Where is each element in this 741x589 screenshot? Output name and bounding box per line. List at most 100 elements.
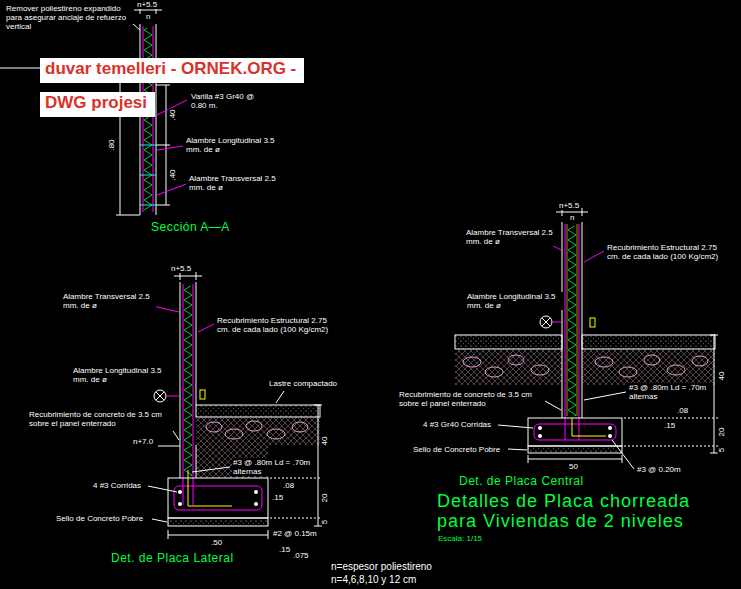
- annotation-text: Alambre Transversal 2.5 mm. de ø: [62, 292, 156, 310]
- section-a-a: [140, 205, 156, 206]
- central-footing-detail: [584, 251, 604, 262]
- annotation-text: .075: [292, 551, 310, 560]
- lateral-footing-detail: [246, 421, 262, 431]
- central-footing-detail: [538, 434, 542, 438]
- lateral-footing-detail: [196, 405, 320, 417]
- annotation-text: .15: [278, 545, 291, 554]
- lateral-footing-detail: [180, 272, 181, 280]
- central-footing-detail: [608, 434, 612, 438]
- annotation-text: Recubrimiento Estructural 2.75 cm. de ca…: [606, 243, 728, 261]
- section-a-a: [156, 24, 157, 215]
- central-footing-detail: [542, 318, 550, 326]
- lateral-footing-detail: [173, 431, 179, 440]
- lateral-footing-detail: [148, 486, 177, 492]
- annotation-text: #3 @ .80m Ld = .70m alternas: [232, 458, 316, 476]
- central-footing-detail: [528, 455, 529, 463]
- annotation-text: #3 @ .80m Ld = .70m alternas: [628, 383, 712, 401]
- central-footing-detail: [455, 335, 562, 349]
- lateral-footing-detail: [196, 417, 320, 445]
- central-footing-detail: [542, 318, 550, 326]
- central-footing-detail: [582, 222, 583, 418]
- general-note: n=4,6,8,10 y 12 cm: [330, 574, 417, 586]
- dimension-label: 20: [717, 427, 726, 438]
- lateral-footing-detail: [192, 467, 230, 472]
- dimension-label: 40: [320, 436, 329, 447]
- annotation-text: n+5.5: [136, 0, 158, 9]
- central-footing-detail: [545, 401, 561, 410]
- section-a-a: [156, 85, 170, 86]
- central-footing-detail: [508, 449, 527, 450]
- dimension-label: 40: [717, 371, 726, 382]
- annotation-text: 4 #3 Gr40 Corridas: [422, 420, 492, 429]
- lateral-footing-detail: [196, 282, 197, 405]
- section-a-a: [153, 26, 154, 212]
- central-footing-detail: [498, 425, 533, 428]
- drawing-title: Detalles de Placa chorreada para Viviend…: [437, 492, 732, 532]
- lateral-footing-detail: [166, 396, 179, 397]
- scale-note: Escala: 1/15: [437, 534, 483, 543]
- central-footing-detail: [608, 426, 612, 430]
- lateral-footing-detail: [198, 324, 214, 332]
- watermark-text: DWG projesi: [45, 93, 150, 113]
- section-a-a: [133, 24, 140, 30]
- dimension-label: 20: [320, 493, 329, 504]
- dimension-label: 5: [717, 447, 726, 453]
- annotation-text: Alambre Transversal 2.5 mm. de ø: [188, 174, 285, 192]
- central-footing-detail: [590, 318, 595, 327]
- annotation-text: Sello de Concreto Pobre: [55, 514, 144, 523]
- annotation-text: 4 #3 Corridas: [92, 481, 142, 490]
- lateral-footing-detail: [200, 390, 205, 399]
- annotation-text: Alambre Longitudinal 3.5 mm. de ø: [72, 366, 169, 384]
- view-title: Det. de Placa Lateral: [110, 552, 235, 566]
- central-footing-detail: [577, 224, 578, 416]
- central-footing-detail: [584, 392, 626, 400]
- annotation-text: Varilla #3 Gr40 @ 0.80 m.: [190, 92, 266, 110]
- general-note: n=espesor poliestireno: [330, 561, 433, 573]
- central-footing-detail: [572, 418, 606, 436]
- dimension-label: .40: [168, 108, 177, 121]
- central-footing-detail: [710, 335, 718, 336]
- lateral-footing-detail: [178, 490, 182, 494]
- annotation-text: Alambre Longitudinal 3.5 mm. de ø: [466, 292, 563, 310]
- lateral-footing-detail: [196, 272, 197, 280]
- dimension-label: .80: [107, 138, 116, 151]
- annotation-text: Alambre Transversal 2.5 mm. de ø: [465, 228, 559, 246]
- lateral-footing-detail: [168, 530, 169, 539]
- central-footing-detail: [714, 335, 715, 453]
- section-a-a: [143, 26, 144, 212]
- watermark-text: duvar temelleri - ORNEK.ORG -: [45, 59, 299, 79]
- central-footing-detail: [622, 455, 623, 463]
- central-footing-detail: [463, 357, 481, 367]
- annotation-text: n+5.5: [558, 201, 580, 210]
- lateral-footing-detail: [183, 284, 184, 505]
- annotation-text: n+5.5: [170, 264, 192, 273]
- section-a-a: [157, 146, 183, 150]
- lateral-footing-detail: [267, 429, 285, 439]
- section-a-a: [140, 24, 141, 215]
- lateral-footing-detail: [156, 392, 164, 400]
- lateral-footing-detail: [135, 272, 322, 539]
- annotation-text: Remover poliestireno expandido para aseg…: [5, 4, 132, 32]
- lateral-footing-detail: [318, 405, 319, 526]
- lateral-footing-detail: [158, 446, 180, 447]
- annotation-text: .15: [663, 421, 676, 430]
- annotation-text: n: [145, 12, 151, 21]
- lateral-footing-detail: [184, 286, 192, 476]
- central-footing-detail: [538, 426, 542, 430]
- annotation-text: Recubrimiento de concreto de 3.5 cm sobr…: [28, 410, 175, 428]
- central-footing-detail: [624, 418, 718, 419]
- central-footing-detail: [562, 222, 563, 418]
- central-footing-detail: [582, 208, 583, 216]
- section-a-a: [140, 145, 156, 146]
- annotation-text: 50: [568, 462, 579, 471]
- lateral-footing-detail: [314, 405, 322, 406]
- central-footing-detail: [531, 365, 549, 375]
- lateral-footing-detail: [188, 470, 232, 506]
- central-footing-detail: [579, 224, 580, 440]
- annotation-text: #2 @ 0.15m: [272, 529, 318, 538]
- section-a-a: [116, 215, 140, 216]
- central-footing-detail: [567, 224, 568, 416]
- central-footing-detail: [595, 357, 613, 367]
- central-footing-detail: [528, 418, 622, 446]
- lateral-footing-detail: [178, 502, 182, 506]
